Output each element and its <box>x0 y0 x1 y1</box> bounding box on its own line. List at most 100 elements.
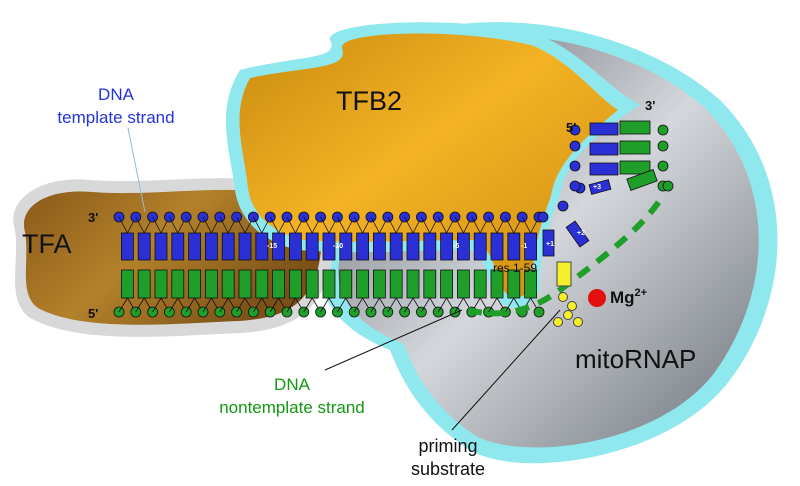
hybrid-template-base <box>589 162 619 176</box>
template-base <box>542 229 555 257</box>
position-p3: +3 <box>593 184 601 191</box>
template-backbone-link <box>370 216 380 234</box>
template-base <box>356 232 370 261</box>
nontemplate-backbone-link <box>202 297 212 313</box>
template-backbone-dot <box>537 211 549 223</box>
template-backbone-link <box>253 216 263 234</box>
template-backbone-link <box>135 216 145 234</box>
template-3prime-label: 3' <box>88 210 98 225</box>
template-base <box>188 232 202 261</box>
nontemplate-base <box>272 269 286 299</box>
nontemplate-backbone-link <box>337 297 347 313</box>
template-base <box>171 232 185 261</box>
hybrid-rna-dot <box>657 140 669 152</box>
template-base <box>389 232 403 261</box>
template-base <box>588 179 612 195</box>
priming-label-line1: priming <box>418 436 477 456</box>
nontemplate-backbone-link <box>169 297 179 313</box>
template-base <box>490 232 504 261</box>
hybrid-rna-base <box>619 160 651 175</box>
mitornap-label: mitoRNAP <box>575 344 696 374</box>
dna-template-strand <box>113 179 612 261</box>
template-base <box>372 232 386 261</box>
nontemplate-dashed-path <box>467 198 663 317</box>
template-base <box>507 232 521 261</box>
nontemplate-base <box>238 269 252 299</box>
nontemplate-backbone-link <box>437 297 447 313</box>
priming-leader-line <box>451 309 561 431</box>
template-base <box>238 232 252 261</box>
nontemplate-backbone-link <box>152 297 162 313</box>
nontemplate-backbone-link <box>236 297 246 313</box>
nontemplate-backbone-link <box>505 297 515 313</box>
nontemplate-backbone-link <box>118 297 128 313</box>
nontemplate-base <box>524 269 537 299</box>
template-base <box>288 232 302 261</box>
hybrid-template-base <box>589 122 619 136</box>
template-backbone-link <box>337 216 347 234</box>
tfa-label: TFA <box>22 229 72 259</box>
position-m5: -5 <box>453 243 459 250</box>
template-base <box>406 232 420 261</box>
nontemplate-base <box>305 269 319 299</box>
template-base <box>440 232 454 261</box>
nontemplate-base <box>137 269 151 299</box>
template-backbone-link <box>488 216 498 234</box>
hybrid-template-dot <box>569 160 581 172</box>
hybrid-rna-base <box>619 120 651 135</box>
hybrid-template-base <box>589 142 619 156</box>
nontemplate-base <box>188 269 202 299</box>
nontemplate-base <box>507 269 521 299</box>
nontemplate-base <box>356 269 370 299</box>
nontemplate-base <box>440 269 454 299</box>
position-m15: -15 <box>267 243 277 250</box>
nontemplate-backbone-link <box>370 297 380 313</box>
template-backbone-link <box>152 216 162 234</box>
mg-charge: 2+ <box>635 287 648 299</box>
mg-ion <box>588 289 606 307</box>
nontemplate-backbone-link <box>387 297 397 313</box>
hybrid-rna-base <box>626 169 658 191</box>
template-backbone-link <box>236 216 246 234</box>
template-backbone-link <box>521 216 531 234</box>
dna-nontemplate-strand <box>113 269 545 318</box>
template-base <box>121 232 134 261</box>
template-backbone-link <box>320 216 330 234</box>
hybrid-rna-dot <box>657 124 669 136</box>
nontemplate-backbone-link <box>421 297 431 313</box>
res-label: res 1-59 <box>493 261 537 275</box>
nontemplate-base <box>372 269 386 299</box>
nontemplate-backbone-link <box>454 297 464 313</box>
hybrid-template-dot <box>569 140 581 152</box>
template-backbone-link <box>505 216 515 234</box>
position-m10: -10 <box>333 243 343 250</box>
nontemplate-backbone-link <box>253 297 263 313</box>
template-base <box>154 232 168 261</box>
dna-nontemplate-label-line2: nontemplate strand <box>219 398 365 417</box>
template-backbone-link <box>185 216 195 234</box>
rna-5prime-label: 5' <box>566 120 576 135</box>
hybrid-rna-base <box>619 140 651 155</box>
template-base <box>305 232 319 261</box>
nontemplate-base <box>322 269 336 299</box>
position-p2: +2 <box>577 230 585 237</box>
template-base <box>339 232 353 261</box>
nontemplate-backbone-link <box>488 297 498 313</box>
template-base <box>473 232 487 261</box>
hybrid-template-dot <box>569 124 581 136</box>
nontemplate-base <box>456 269 470 299</box>
template-backbone-link <box>118 216 128 234</box>
nontemplate-base <box>204 269 218 299</box>
rna-dna-hybrid <box>569 120 674 192</box>
template-backbone-link <box>269 216 279 234</box>
template-backbone-link <box>471 216 481 234</box>
hybrid-rna-dot <box>657 160 669 172</box>
template-base <box>204 232 218 261</box>
nontemplate-leader-line <box>324 309 463 371</box>
template-base <box>322 232 336 261</box>
template-backbone-link <box>421 216 431 234</box>
nontemplate-base <box>121 269 134 299</box>
nontemplate-base <box>423 269 437 299</box>
nontemplate-5prime-label: 5' <box>88 306 98 321</box>
hybrid-rna-dot <box>662 180 674 192</box>
